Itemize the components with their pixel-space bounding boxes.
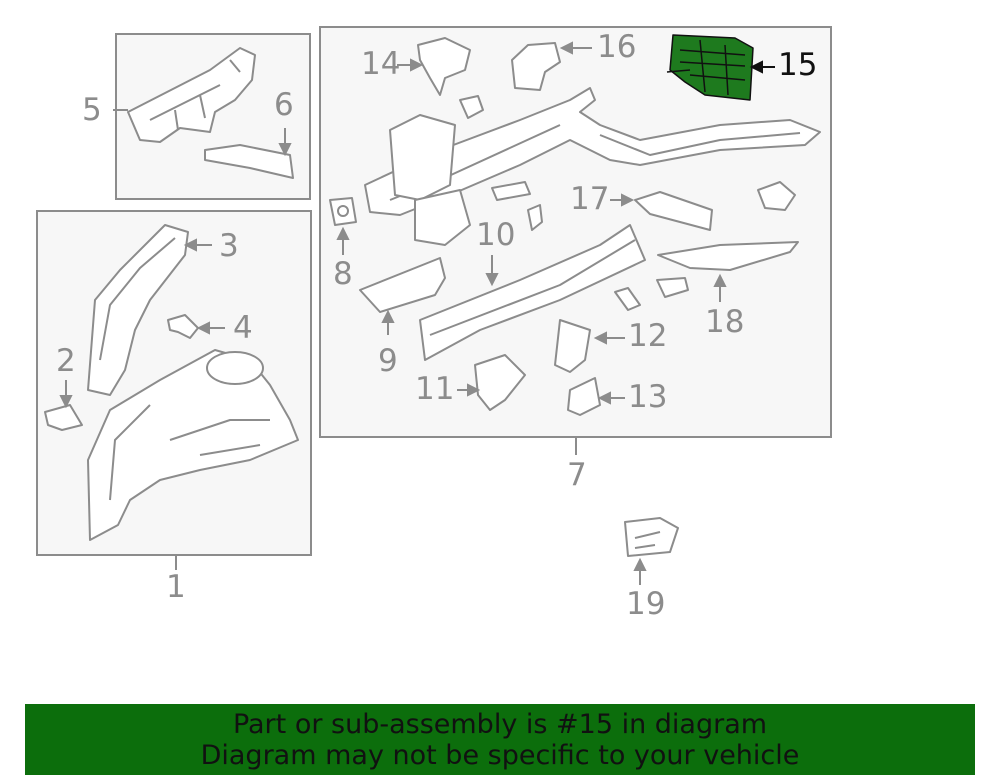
part-5[interactable] — [127, 47, 256, 143]
parts-diagram: 1 2 3 4 5 6 7 8 9 10 11 12 13 14 15 16 1… — [36, 26, 832, 622]
part-6[interactable] — [204, 144, 294, 179]
callout-18[interactable]: 18 — [705, 304, 745, 340]
callout-3[interactable]: 3 — [219, 228, 239, 264]
arrow-11 — [467, 383, 481, 397]
arrow-14 — [410, 58, 424, 72]
arrow-9 — [381, 309, 395, 323]
arrow-2 — [59, 395, 73, 409]
callout-17[interactable]: 17 — [570, 181, 610, 217]
diagram-canvas — [36, 26, 832, 585]
callout-16[interactable]: 16 — [597, 29, 637, 65]
part-3[interactable] — [87, 224, 189, 396]
banner-line-2: Diagram may not be specific to your vehi… — [200, 740, 800, 771]
arrow-6 — [278, 143, 292, 157]
part-1-strut-tower — [206, 351, 264, 385]
callout-19[interactable]: 19 — [626, 586, 666, 622]
part-1-detail — [109, 404, 270, 501]
info-banner: Part or sub-assembly is #15 in diagram D… — [25, 704, 975, 775]
callout-11[interactable]: 11 — [415, 371, 455, 407]
part-16[interactable] — [511, 42, 561, 91]
part-3-detail — [99, 237, 176, 361]
arrow-4 — [196, 321, 210, 335]
callout-5[interactable]: 5 — [82, 92, 102, 128]
callout-1[interactable]: 1 — [166, 569, 186, 605]
callout-8[interactable]: 8 — [333, 256, 353, 292]
arrow-16 — [559, 41, 573, 55]
callout-2[interactable]: 2 — [56, 343, 76, 379]
part-9[interactable] — [359, 257, 446, 313]
arrow-18 — [713, 273, 727, 287]
part-13[interactable] — [567, 377, 601, 416]
arrow-3 — [183, 238, 197, 252]
callout-6[interactable]: 6 — [274, 87, 294, 123]
part-12[interactable] — [554, 319, 591, 373]
part-1[interactable] — [87, 349, 299, 541]
small-bracket-d — [614, 287, 641, 311]
arrow-13 — [597, 391, 611, 405]
callout-15[interactable]: 15 — [778, 47, 818, 83]
small-bracket-a — [459, 95, 484, 119]
small-bracket-c — [656, 277, 689, 298]
frame-rail-upper[interactable] — [364, 87, 821, 216]
callout-10[interactable]: 10 — [476, 217, 516, 253]
callout-12[interactable]: 12 — [628, 318, 668, 354]
part-15-highlight[interactable] — [666, 34, 754, 101]
part-8-hole — [337, 205, 349, 217]
small-bracket-b — [757, 181, 796, 211]
part-4[interactable] — [167, 314, 199, 339]
callout-9[interactable]: 9 — [378, 343, 398, 379]
callout-7[interactable]: 7 — [567, 457, 587, 493]
part-19-detail — [634, 531, 661, 549]
part-19[interactable] — [624, 517, 679, 557]
part-18[interactable] — [657, 241, 799, 271]
small-plate — [491, 181, 531, 201]
lower-bracket — [414, 189, 471, 246]
callout-4[interactable]: 4 — [233, 310, 253, 346]
part-11[interactable] — [474, 354, 526, 411]
callout-14[interactable]: 14 — [361, 46, 401, 82]
arrow-10 — [485, 273, 499, 287]
part-10-detail — [429, 239, 636, 336]
banner-line-1: Part or sub-assembly is #15 in diagram — [232, 709, 768, 740]
part-10-clip — [527, 204, 543, 231]
part-5-detail — [149, 59, 241, 131]
arrow-15 — [749, 60, 763, 74]
arrow-12 — [593, 331, 607, 345]
arrow-8 — [336, 226, 350, 240]
part-17[interactable] — [634, 191, 713, 231]
apron-panel — [389, 114, 456, 201]
arrow-19 — [633, 557, 647, 571]
part-10[interactable] — [419, 224, 646, 361]
callout-13[interactable]: 13 — [628, 379, 668, 415]
part-14[interactable] — [417, 37, 471, 96]
arrow-17 — [621, 193, 635, 207]
